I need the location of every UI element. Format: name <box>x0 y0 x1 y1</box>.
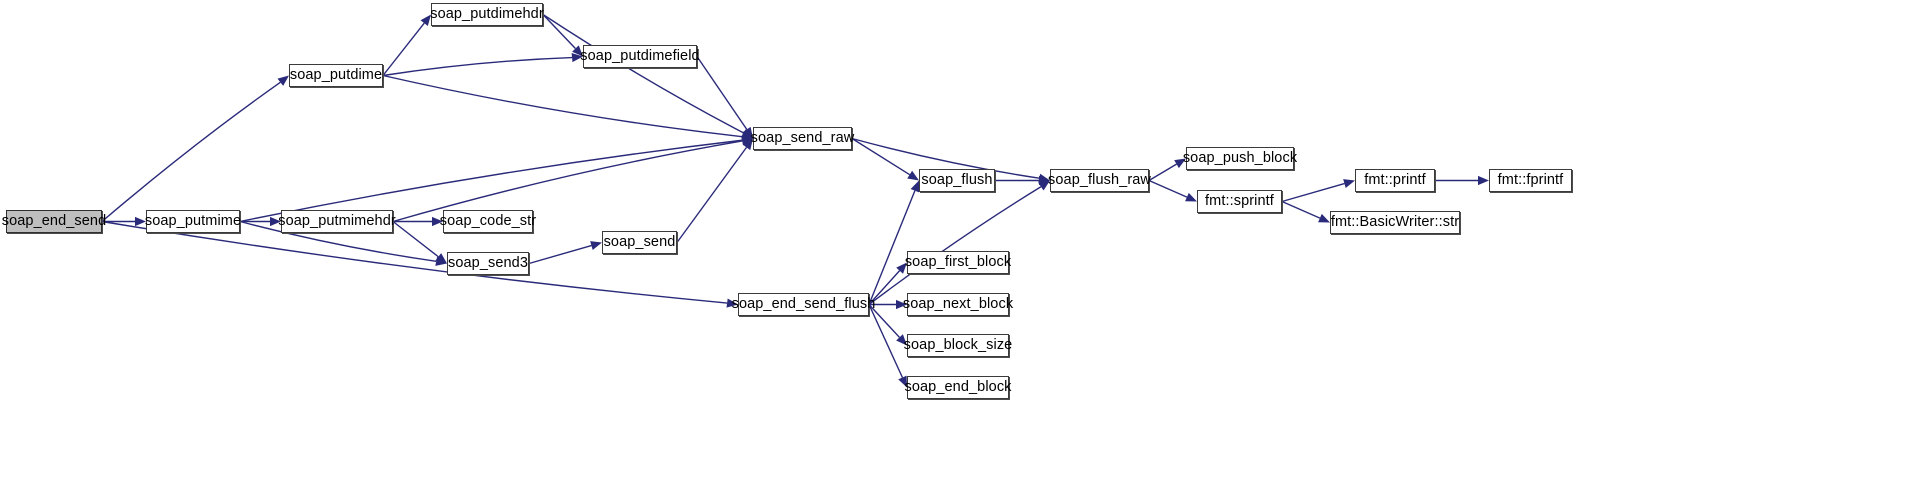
graph-node-soap_push_block[interactable]: soap_push_block <box>1182 147 1298 170</box>
edge-arrowhead-soap_putdime-to-soap_putdimefield <box>571 52 583 63</box>
edge-soap_end_send-to-soap_end_send_flush <box>101 220 728 304</box>
graph-node-soap_block_size[interactable]: soap_block_size <box>904 334 1012 357</box>
edge-arrowhead-soap_end_send_flush-to-soap_next_block <box>896 299 907 310</box>
edge-soap_send_raw-to-soap_flush_raw <box>851 137 1040 179</box>
edge-arrowhead-soap_end_send-to-soap_end_send_flush <box>726 298 738 308</box>
edge-soap_send_raw-to-soap_flush <box>851 137 911 176</box>
edge-arrowhead-fmt_printf-to-fmt_fprintf <box>1478 175 1489 186</box>
edge-arrowhead-fmt_sprintf-to-fmt_printf <box>1343 179 1355 188</box>
graph-node-soap_code_str[interactable]: soap_code_str <box>439 210 537 233</box>
edge-soap_putdime-to-soap_putdimehdr <box>382 22 425 76</box>
edge-arrowhead-soap_end_send_flush-to-soap_block_size <box>896 334 907 346</box>
graph-node-label: soap_send <box>603 234 676 251</box>
edge-soap_putmime-to-soap_send3 <box>239 220 437 263</box>
edge-arrowhead-soap_putmimehdr-to-soap_code_str <box>432 216 443 227</box>
edge-arrowhead-soap_end_send_flush-to-soap_flush <box>910 180 920 193</box>
edge-soap_end_send_flush-to-soap_flush <box>868 190 916 305</box>
edge-arrowhead-soap_flush_raw-to-fmt_sprintf <box>1185 192 1197 202</box>
edge-soap_end_send_flush-to-soap_flush_raw <box>868 186 1042 306</box>
edge-arrowhead-soap_send-to-soap_send_raw <box>742 138 753 151</box>
graph-node-soap_send[interactable]: soap_send <box>602 231 677 254</box>
graph-node-label: soap_flush <box>921 172 993 189</box>
edge-soap_end_send_flush-to-soap_first_block <box>868 270 901 305</box>
graph-node-label: fmt::BasicWriter::str <box>1330 214 1460 231</box>
graph-node-fmt_sprintf[interactable]: fmt::sprintf <box>1197 190 1282 213</box>
edge-arrowhead-soap_putdimehdr-to-soap_putdimefield <box>572 45 583 57</box>
graph-node-label: soap_end_send_flush <box>731 296 876 313</box>
edge-soap_end_send_flush-to-soap_block_size <box>868 304 901 338</box>
graph-node-soap_first_block[interactable]: soap_first_block <box>904 251 1012 274</box>
edge-soap_send-to-soap_send_raw <box>676 146 748 243</box>
graph-node-soap_putdimehdr[interactable]: soap_putdimehdr <box>430 3 544 26</box>
edge-soap_putmimehdr-to-soap_send3 <box>392 220 439 258</box>
graph-node-label: soap_putdimehdr <box>430 6 544 23</box>
edge-arrowhead-soap_end_send_flush-to-soap_flush_raw <box>1038 180 1050 191</box>
graph-node-soap_end_send[interactable]: soap_end_send <box>2 210 106 233</box>
graph-node-label: soap_send3 <box>448 255 529 272</box>
edge-soap_flush_raw-to-soap_push_block <box>1148 163 1177 182</box>
edge-arrowhead-soap_send3-to-soap_send <box>590 241 602 250</box>
edge-soap_putdime-to-soap_putdimefield <box>382 56 573 77</box>
edge-arrowhead-soap_flush_raw-to-soap_push_block <box>1174 158 1186 169</box>
graph-node-soap_send_raw[interactable]: soap_send_raw <box>750 127 855 150</box>
edge-arrowhead-soap_end_send-to-soap_putmime <box>135 216 146 227</box>
graph-node-label: soap_flush_raw <box>1048 172 1151 189</box>
edge-arrowhead-soap_send_raw-to-soap_flush <box>907 170 919 181</box>
edge-arrowhead-fmt_sprintf-to-fmt_BasicWriter_str <box>1318 213 1330 223</box>
edge-arrowhead-soap_putmime-to-soap_putmimehdr <box>270 216 281 227</box>
graph-node-soap_flush_raw[interactable]: soap_flush_raw <box>1048 169 1151 192</box>
graph-node-fmt_fprintf[interactable]: fmt::fprintf <box>1489 169 1572 192</box>
edge-arrowhead-soap_end_send-to-soap_putdime <box>277 75 289 86</box>
edge-arrowhead-soap_putdime-to-soap_putdimehdr <box>420 14 431 26</box>
edge-soap_send3-to-soap_send <box>528 244 592 265</box>
edge-soap_putmimehdr-to-soap_send_raw <box>392 140 743 223</box>
graph-node-label: fmt::sprintf <box>1205 193 1274 210</box>
graph-node-fmt_printf[interactable]: fmt::printf <box>1355 169 1435 192</box>
graph-node-label: soap_putdimefield <box>580 48 700 65</box>
graph-node-soap_end_send_flush[interactable]: soap_end_send_flush <box>732 293 875 316</box>
graph-node-label: soap_putmime <box>144 213 242 230</box>
graph-node-soap_putmimehdr[interactable]: soap_putmimehdr <box>278 210 396 233</box>
graph-node-label: soap_send_raw <box>750 130 855 147</box>
graph-node-label: soap_putdime <box>289 67 383 84</box>
graph-node-label: soap_block_size <box>903 337 1013 354</box>
edge-soap_putmime-to-soap_send_raw <box>239 139 743 223</box>
graph-node-soap_end_block[interactable]: soap_end_block <box>904 376 1012 399</box>
graph-node-label: soap_push_block <box>1182 150 1298 167</box>
edge-fmt_sprintf-to-fmt_printf <box>1281 182 1345 203</box>
edge-soap_putdimehdr-to-soap_send_raw <box>542 13 744 134</box>
edge-arrowhead-soap_end_send_flush-to-soap_first_block <box>896 262 907 274</box>
graph-node-soap_next_block[interactable]: soap_next_block <box>903 293 1013 316</box>
graph-node-label: soap_end_block <box>904 379 1012 396</box>
edge-soap_flush_raw-to-fmt_sprintf <box>1148 179 1188 198</box>
graph-node-label: soap_next_block <box>902 296 1014 313</box>
graph-node-soap_flush[interactable]: soap_flush <box>919 169 995 192</box>
edge-soap_putdimehdr-to-soap_putdimefield <box>542 14 576 50</box>
edge-soap_putdime-to-soap_send_raw <box>382 74 743 138</box>
graph-node-soap_putdime[interactable]: soap_putdime <box>289 64 383 87</box>
graph-node-label: soap_end_send <box>1 213 107 230</box>
graph-node-soap_putdimefield[interactable]: soap_putdimefield <box>580 45 700 68</box>
edge-soap_putdimefield-to-soap_send_raw <box>696 56 748 130</box>
graph-node-label: fmt::fprintf <box>1497 172 1564 189</box>
edge-arrowhead-soap_putdimefield-to-soap_send_raw <box>742 126 753 139</box>
edge-arrowhead-soap_end_send_flush-to-soap_end_block <box>898 375 907 388</box>
graph-node-fmt_BasicWriter_str[interactable]: fmt::BasicWriter::str <box>1330 211 1460 234</box>
edge-fmt_sprintf-to-fmt_BasicWriter_str <box>1281 200 1321 219</box>
graph-node-label: soap_code_str <box>439 213 537 230</box>
edge-arrowhead-soap_putmimehdr-to-soap_send3 <box>435 253 447 264</box>
graph-node-soap_putmime[interactable]: soap_putmime <box>144 210 242 233</box>
edge-soap_end_send_flush-to-soap_end_block <box>868 304 904 378</box>
graph-node-label: soap_putmimehdr <box>278 213 396 230</box>
graph-node-soap_send3[interactable]: soap_send3 <box>447 252 529 275</box>
graph-node-label: soap_first_block <box>904 254 1012 271</box>
graph-node-label: fmt::printf <box>1364 172 1426 189</box>
edge-soap_end_send-to-soap_putdime <box>101 81 281 223</box>
